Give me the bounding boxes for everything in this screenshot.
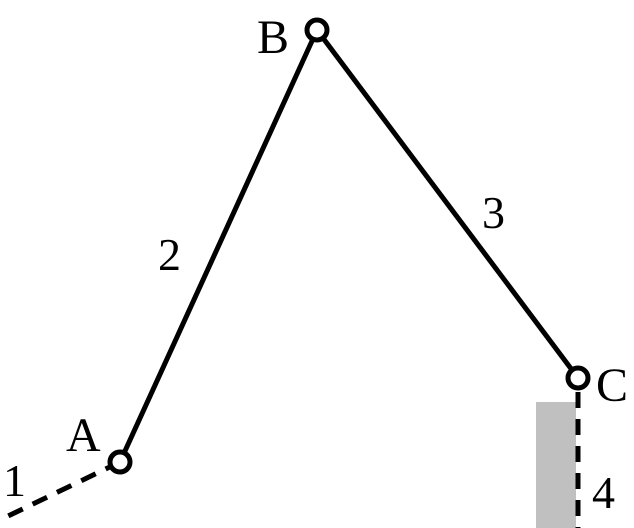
joint-label-c: C (596, 359, 628, 412)
joint-b (304, 17, 330, 43)
joint-c (565, 365, 591, 391)
link-label-3: 3 (482, 187, 505, 238)
joint-label-b: B (257, 11, 289, 64)
link-label-2: 2 (158, 229, 181, 280)
link-1-dashed (2, 459, 122, 521)
link-2-bar (117, 27, 320, 465)
link-3-bar (314, 27, 581, 381)
joint-a (107, 449, 133, 475)
link-label-4: 4 (592, 467, 615, 518)
joint-label-a: A (66, 409, 101, 462)
link-label-1: 1 (3, 455, 26, 506)
slider-block (536, 402, 576, 528)
